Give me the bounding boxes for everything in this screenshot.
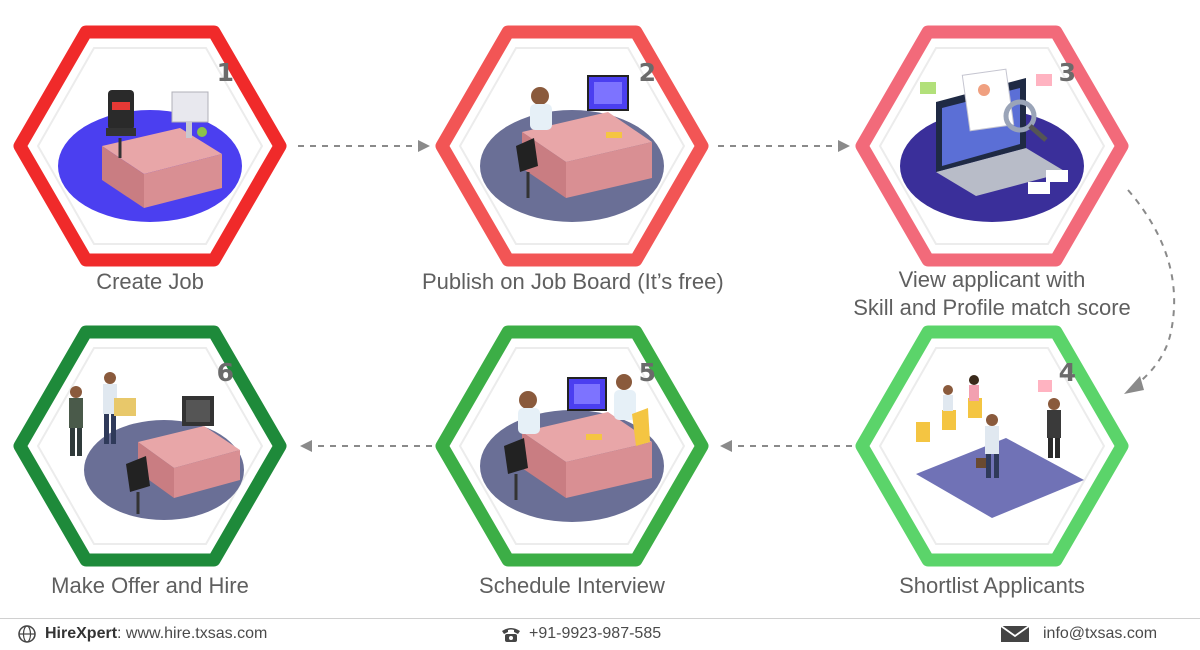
step-number: 6 (216, 358, 234, 387)
globe-icon (18, 625, 36, 643)
step-number: 2 (638, 58, 656, 87)
footer-phone[interactable]: +91-9923-987-585 (500, 622, 661, 646)
step-3-label: View applicant with Skill and Profile ma… (812, 266, 1172, 322)
arrow-step-2-to-3 (718, 140, 850, 152)
arrow-step-1-to-2 (298, 140, 430, 152)
envelope-icon (1000, 625, 1030, 642)
step-5-label: Schedule Interview (479, 573, 665, 598)
laptop-resume-magnifier-icon (900, 68, 1084, 222)
step-4-label: Shortlist Applicants (899, 573, 1085, 598)
footer-divider (0, 618, 1200, 619)
footer-email[interactable]: info@txsas.com (1000, 622, 1157, 646)
brand-name: HireXpert (45, 625, 118, 642)
step-4: 4 (855, 325, 1129, 567)
footer-website[interactable]: HireXpert : www.hire.txsas.com (16, 622, 267, 646)
step-3-label-line-1: View applicant with (898, 267, 1086, 292)
arrow-step-5-to-6 (300, 440, 432, 452)
step-number: 1 (216, 58, 234, 87)
vacant-office-desk-icon (58, 90, 242, 222)
step-2-label: Publish on Job Board (It’s free) (422, 269, 724, 294)
waiting-applicants-icon (916, 375, 1084, 518)
step-3-label-line-2: Skill and Profile match score (853, 295, 1131, 320)
step-number: 4 (1058, 358, 1076, 387)
step-5: 5 (435, 325, 709, 567)
phone-text: +91-9923-987-585 (529, 625, 662, 642)
person-at-computer-desk-icon (480, 75, 664, 222)
email-text: info@txsas.com (1043, 625, 1158, 642)
step-6: 6 (13, 325, 287, 567)
step-number: 5 (638, 358, 656, 387)
step-2: 2 (435, 25, 709, 267)
website-text: : www.hire.txsas.com (117, 625, 268, 642)
telephone-icon (502, 628, 520, 642)
handshake-hire-icon (69, 372, 244, 520)
step-number: 3 (1058, 58, 1076, 87)
step-1-label: Create Job (96, 269, 204, 294)
arrow-step-4-to-5 (720, 440, 852, 452)
interview-desk-icon (480, 374, 664, 522)
step-1: 1 (13, 25, 287, 267)
step-6-label: Make Offer and Hire (51, 573, 249, 598)
step-3: 3 (855, 25, 1129, 267)
arrow-step-3-to-4 (1124, 189, 1176, 394)
